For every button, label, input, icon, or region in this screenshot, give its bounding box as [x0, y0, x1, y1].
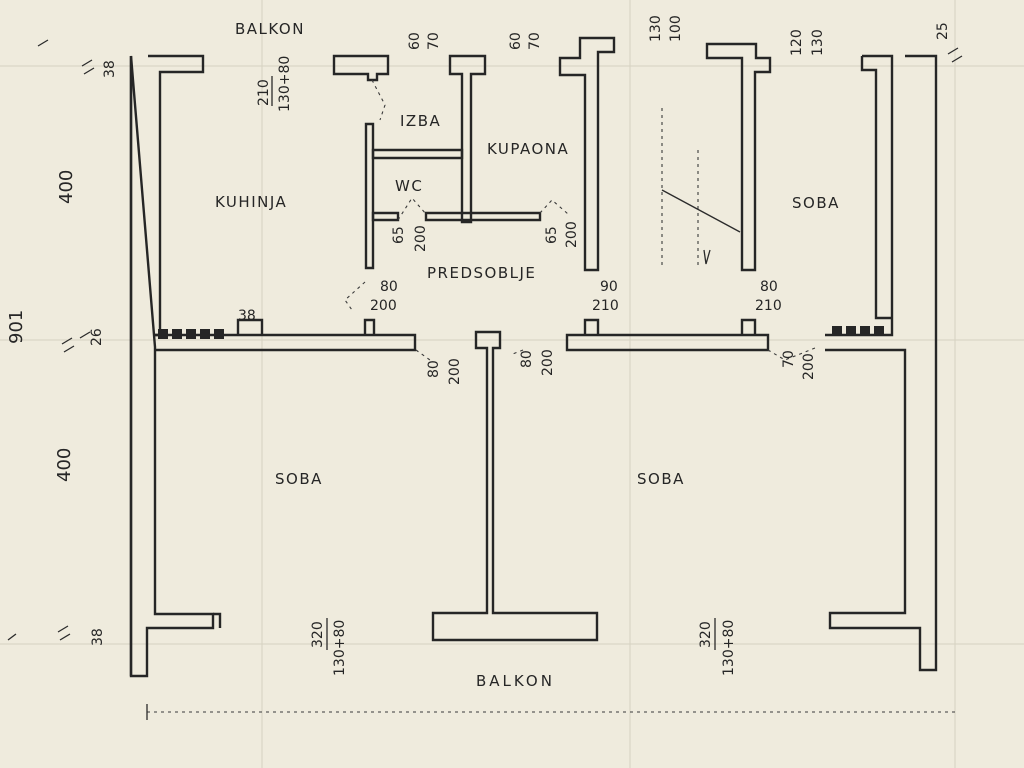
- wall-left-outer: [129, 54, 215, 678]
- wall-izba-floor: [371, 148, 464, 160]
- dim-kup-200: 200: [564, 221, 580, 248]
- dim-left-400-bottom: 400: [54, 448, 75, 482]
- room-labels: BALKON IZBA KUPAONA KUHINJA WC SOBA PRED…: [215, 20, 840, 690]
- dim-130-top: 130: [648, 15, 664, 42]
- label-kupaona: KUPAONA: [487, 140, 569, 158]
- label-predsoblje: PREDSOBLJE: [427, 264, 536, 282]
- dim-door-c-200: 200: [801, 353, 817, 380]
- dim-120-top: 120: [789, 29, 805, 56]
- pillar-stair-left: [558, 36, 616, 272]
- pillar-izba-right: [448, 54, 487, 224]
- dim-izba-60: 60: [407, 32, 423, 50]
- label-izba: IZBA: [400, 112, 441, 130]
- door-stub-c: [740, 318, 757, 335]
- dim-top-left-38: 38: [102, 60, 118, 78]
- wall-kupaona-floor: [424, 211, 542, 222]
- dim-door-c-70: 70: [781, 350, 797, 368]
- door-stub-d: [236, 318, 264, 335]
- label-wc: WC: [395, 177, 423, 195]
- wall-cross-east: [565, 333, 770, 352]
- label-balkon-top: BALKON: [235, 20, 305, 38]
- dim-wall-38: 38: [238, 308, 256, 324]
- wall-wc-floor: [371, 211, 400, 222]
- dim-bottom-320-left: 320: [310, 621, 326, 648]
- walls: [129, 36, 938, 678]
- dim-kup-70: 70: [527, 32, 543, 50]
- dim-210: 210: [256, 79, 272, 106]
- dim-wc-65: 65: [391, 226, 407, 244]
- dim-pred-80: 80: [380, 279, 398, 295]
- dim-kup-65: 65: [544, 226, 560, 244]
- label-balkon-bottom: BALKON: [476, 672, 555, 690]
- label-soba-right-top: SOBA: [792, 194, 840, 212]
- dim-wc-200: 200: [413, 225, 429, 252]
- dim-left-38-bottom: 38: [90, 628, 106, 646]
- dim-bottom-130-80-right: 130+80: [721, 620, 737, 676]
- dim-kup-60: 60: [508, 32, 524, 50]
- label-soba-right: SOBA: [637, 470, 685, 488]
- wall-right-outer: [825, 54, 938, 672]
- dim-80-right: 80: [760, 279, 778, 295]
- dim-210-mid: 210: [592, 298, 619, 314]
- dim-210-right: 210: [755, 298, 782, 314]
- bottom-dimension-line: [146, 704, 955, 720]
- pillar-stair-right: [705, 42, 772, 272]
- door-stub-a: [363, 318, 376, 335]
- door-stub-b: [583, 318, 600, 335]
- dim-left-901: 901: [6, 310, 27, 344]
- pillar-bottom-left: [213, 612, 222, 628]
- dim-25: 25: [935, 22, 951, 40]
- dimension-labels: 38 210 130+80 60 70 60 70 130 100 120 13…: [6, 15, 951, 676]
- dim-90: 90: [600, 279, 618, 295]
- vent-blocks-right: [832, 326, 884, 336]
- wall-right-inner: [860, 56, 892, 320]
- dim-130-80-top: 130+80: [277, 56, 293, 112]
- door-swings: [344, 79, 816, 361]
- dim-door-b-80: 80: [519, 350, 535, 368]
- dim-left-26: 26: [89, 328, 105, 346]
- dim-door-b-200: 200: [540, 349, 556, 376]
- dim-130-top2: 130: [810, 29, 826, 56]
- dim-bottom-320-right: 320: [698, 621, 714, 648]
- wall-center-partition: [431, 330, 599, 642]
- label-soba-left: SOBA: [275, 470, 323, 488]
- dim-door-a-80: 80: [426, 360, 442, 378]
- wall-wc-west: [364, 122, 375, 270]
- pillar-izba-left: [332, 54, 390, 82]
- dim-left-400-top: 400: [56, 170, 77, 204]
- dim-door-a-200: 200: [447, 358, 463, 385]
- staircase: [661, 108, 741, 268]
- tick-marks: [7, 39, 963, 641]
- dim-100-top: 100: [668, 15, 684, 42]
- dim-bottom-130-80-left: 130+80: [332, 620, 348, 676]
- vent-blocks-left: [158, 329, 224, 339]
- wall-cross-west: [155, 333, 417, 352]
- dim-izba-70: 70: [426, 32, 442, 50]
- label-kuhinja: KUHINJA: [215, 193, 287, 211]
- dim-pred-200: 200: [370, 298, 397, 314]
